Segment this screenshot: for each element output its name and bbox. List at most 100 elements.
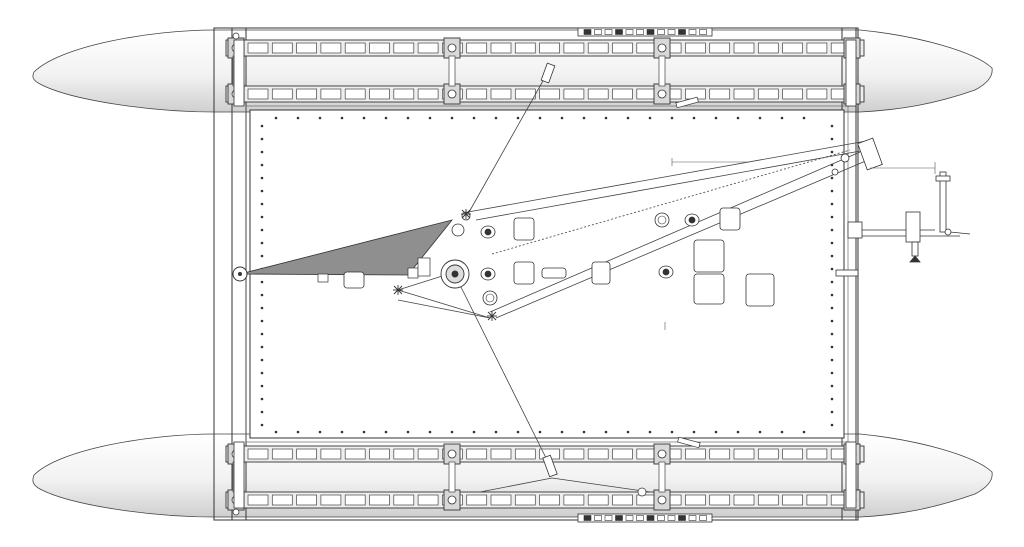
beam-slat [296, 494, 317, 506]
rivet [802, 116, 806, 120]
beam-slat [369, 88, 390, 100]
beam-slat [320, 494, 342, 506]
beam-slat [709, 448, 731, 460]
rivet [830, 345, 834, 349]
beam-link [448, 55, 456, 87]
block [654, 212, 670, 228]
beam-slat [587, 494, 609, 506]
plate-mark [625, 515, 634, 521]
rivet [626, 116, 630, 120]
dimension-marks [664, 158, 936, 330]
rivet [830, 358, 834, 362]
beam-slat [587, 42, 609, 54]
beam-slat [539, 42, 560, 54]
mast-tie-c [397, 299, 491, 319]
plate-mark [636, 29, 644, 35]
connector-bolt [447, 43, 457, 53]
bridle-line-b [551, 477, 651, 493]
beam-slat [393, 42, 415, 54]
mast-base-plate [417, 257, 431, 277]
rivet [296, 430, 300, 434]
rivet [428, 430, 432, 434]
winch-core [484, 228, 492, 236]
beam-module [225, 443, 865, 465]
plate-mark [699, 29, 707, 35]
rivet [692, 116, 696, 120]
rivet [830, 280, 834, 284]
plate-mark [688, 515, 697, 521]
boom-lower [475, 149, 867, 221]
rivet [830, 397, 834, 401]
connector-bolt [657, 495, 667, 505]
rivet [260, 124, 264, 128]
beam-slat [393, 494, 415, 506]
beam-slat [685, 494, 706, 506]
beam-slat [806, 494, 828, 506]
rivet [260, 371, 264, 375]
rivet [340, 116, 344, 120]
hatch-small [343, 271, 365, 289]
beam-slat [247, 448, 269, 460]
rivet [260, 306, 264, 310]
stern-bracket [835, 269, 859, 277]
hatch-large [693, 239, 725, 273]
rivet [516, 116, 520, 120]
rivet [362, 430, 366, 434]
plate-mark [667, 29, 676, 35]
beam-module [225, 489, 865, 511]
rivet [274, 116, 278, 120]
rivet [494, 116, 498, 120]
beam-slat [757, 448, 779, 460]
plate-mark [594, 515, 602, 521]
rivet [260, 332, 264, 336]
post-left-top [233, 39, 245, 107]
connector-bolt [447, 89, 457, 99]
rivet [830, 267, 834, 271]
rivet [604, 430, 608, 434]
beam-slat [612, 494, 633, 506]
beam-slat [466, 494, 488, 506]
rivet [830, 410, 834, 414]
beam-slat [733, 494, 755, 506]
winch-core [484, 270, 492, 278]
beam-slat [344, 88, 366, 100]
plate-mark [636, 515, 644, 521]
stern-post [847, 221, 863, 239]
rivet [582, 116, 586, 120]
rivet [384, 116, 388, 120]
name-plate-bottom [577, 513, 713, 523]
forestay-anchor-mark [461, 209, 471, 219]
rivet [670, 430, 674, 434]
beam-slat [685, 42, 706, 54]
beam-slat [709, 42, 731, 54]
post-left-bottom [233, 441, 245, 509]
plate-mark [646, 515, 655, 521]
boom-end-fitting [831, 137, 883, 176]
beam-slat [539, 494, 560, 506]
post-right-top [845, 39, 857, 107]
winch-core [662, 268, 670, 276]
beam-slat [757, 42, 779, 54]
beam-slat [320, 88, 342, 100]
plate-mark [604, 515, 613, 521]
rivet [260, 150, 264, 154]
sheet-anchor [487, 311, 497, 321]
rivet [260, 228, 264, 232]
rivet [670, 116, 674, 120]
forestay-line [467, 71, 549, 215]
beam-slat [490, 42, 512, 54]
connector-bolt [447, 495, 457, 505]
plate-mark [615, 29, 623, 35]
rivet [758, 430, 762, 434]
rivet [736, 116, 740, 120]
plate-mark [646, 29, 655, 35]
hatch-large [745, 273, 775, 307]
plate-mark [678, 515, 686, 521]
hatch-small [719, 207, 741, 231]
plate-mark [688, 29, 697, 35]
rivet [830, 124, 834, 128]
beam-slat [296, 448, 317, 460]
rivet [830, 384, 834, 388]
beam-module [225, 83, 865, 105]
